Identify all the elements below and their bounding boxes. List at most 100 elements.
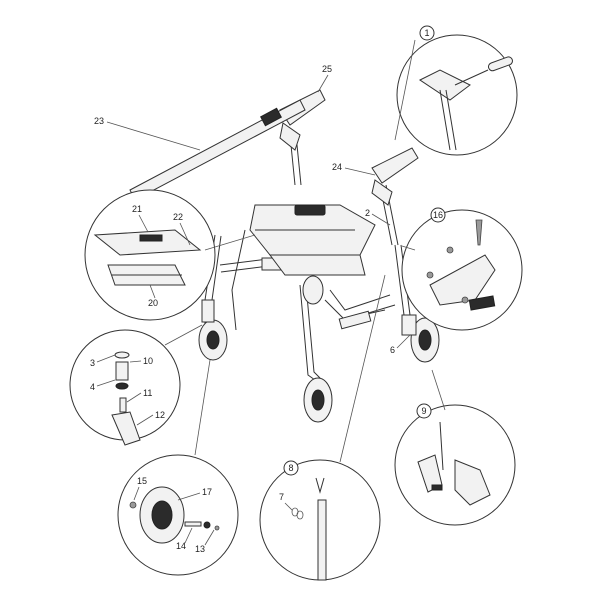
screw-b (426, 271, 434, 279)
label-4: 4 (90, 382, 95, 392)
detail-seat: 21 22 20 (84, 189, 256, 321)
leader-7 (284, 502, 293, 511)
rollator-frame (129, 89, 419, 381)
label-24: 24 (332, 162, 342, 172)
basket (269, 254, 366, 276)
leader-11 (126, 392, 142, 403)
leader-16 (401, 245, 416, 251)
caster-fork-left (201, 299, 215, 323)
bearing-sleeve (115, 361, 129, 381)
brace-clip (338, 310, 372, 330)
label-22: 22 (173, 212, 183, 222)
leader-1 (394, 39, 416, 141)
ring-b (296, 510, 304, 520)
screw-a (446, 246, 454, 254)
detail-16: 16 (401, 207, 523, 331)
leader-24 (344, 167, 376, 176)
bracket-part (429, 254, 496, 306)
washer (114, 351, 130, 359)
wheel-rear-right-hub (418, 329, 432, 351)
leader-8 (339, 274, 386, 463)
badge-9 (416, 403, 432, 419)
wheel-front-left-hub (311, 389, 325, 411)
detail-1: 1 (394, 25, 518, 156)
label-3: 3 (90, 358, 95, 368)
right-rear-leg (394, 244, 405, 316)
detail1-stem (439, 89, 451, 151)
detail-caster: 3 4 10 11 12 (69, 324, 203, 446)
leader-20 (149, 284, 156, 299)
left-brake-lever (279, 122, 301, 151)
label-8: 8 (288, 463, 293, 473)
cross-brace (329, 289, 391, 311)
right-brake-lever (371, 179, 393, 206)
wheel-rim (151, 500, 173, 530)
brake-housing (419, 69, 471, 101)
axle-bolt (184, 521, 202, 527)
leader-6 (396, 334, 411, 349)
main-callouts: 25 23 24 2 6 (94, 64, 411, 355)
screw-c (461, 296, 469, 304)
badge-8 (283, 460, 299, 476)
badge-16 (430, 207, 446, 223)
leader-14 (184, 527, 193, 544)
label-25: 25 (322, 64, 332, 74)
seat-cushion-handle (139, 234, 163, 242)
leader-23 (106, 121, 201, 151)
leader-21 (138, 214, 149, 233)
label-14: 14 (176, 541, 186, 551)
label-12: 12 (155, 410, 165, 420)
brake-arm (454, 459, 491, 506)
brake-pad (431, 484, 443, 491)
grip-cap (487, 56, 513, 72)
detail-circle-seat (84, 189, 216, 321)
leader-15 (133, 486, 140, 501)
nut-small (214, 525, 220, 531)
leader-22 (179, 222, 191, 246)
leader-12 (136, 414, 154, 426)
leader-caster (164, 324, 203, 346)
bearing-ring (115, 382, 129, 390)
leader-9 (431, 369, 446, 411)
label-23: 23 (94, 116, 104, 126)
seat-cushion (93, 229, 202, 256)
label-10: 10 (143, 356, 153, 366)
leader-25 (317, 74, 329, 93)
right-grip (371, 147, 419, 184)
left-front-brace (231, 229, 246, 331)
front-left-leg (299, 284, 316, 381)
detail1-stem-b (445, 89, 457, 151)
leader-13 (204, 529, 215, 546)
nut (129, 501, 137, 509)
badge-1 (419, 25, 435, 41)
label-17: 17 (202, 487, 212, 497)
label-2: 2 (365, 208, 370, 218)
brake-rod (439, 421, 444, 471)
label-20: 20 (148, 298, 158, 308)
wheel-back (302, 275, 324, 305)
label-15: 15 (137, 476, 147, 486)
leader-2 (371, 213, 391, 226)
detail-8: 8 7 (259, 274, 386, 581)
label-21: 21 (132, 204, 142, 214)
leader-4 (96, 379, 116, 387)
caster-fork-right (401, 314, 417, 336)
leader-seat (204, 234, 256, 251)
spring-pin (475, 219, 483, 246)
tube (317, 499, 327, 581)
wheel-rear-left-hub (206, 330, 220, 350)
leader-17 (177, 492, 201, 501)
label-9: 9 (421, 406, 426, 416)
axle-pin (119, 397, 127, 413)
detail-9: 9 (394, 369, 516, 526)
wheels (198, 275, 440, 423)
leader-wheel (194, 359, 211, 456)
label-11: 11 (143, 388, 152, 398)
caster-fork (111, 411, 141, 446)
label-16: 16 (433, 210, 443, 220)
label-6: 6 (390, 345, 395, 355)
label-1: 1 (424, 28, 429, 38)
leader-10 (129, 360, 142, 363)
